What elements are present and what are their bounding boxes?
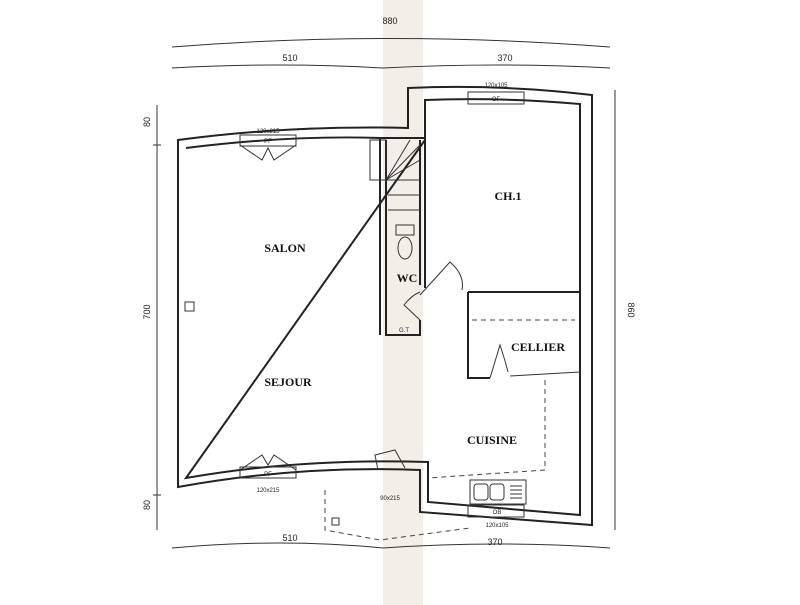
bottom-door-type: PF (264, 472, 272, 478)
top-window-type: OF (492, 97, 501, 103)
room-wc: WC (397, 271, 418, 285)
chimney-icon (184, 301, 195, 312)
top-door-swing (239, 144, 297, 161)
bottom-door-frame (239, 466, 297, 479)
top-door-frame (239, 134, 297, 147)
room-cuisine: CUISINE (467, 433, 517, 447)
room-salon: SALON (264, 241, 306, 255)
dim-left-bottom: 80 (142, 500, 152, 510)
dim-top-right: 370 (497, 53, 512, 63)
entry-door-swing (374, 449, 406, 471)
kitchen-window-type: OB (493, 510, 502, 516)
dimension-lines (153, 38, 616, 549)
top-door-type: PF (264, 139, 272, 145)
dim-right-total: 860 (626, 302, 636, 317)
entry-door-size: 90x215 (380, 496, 400, 502)
top-door-size: 120x215 (256, 129, 280, 135)
bottom-door-swing (239, 454, 297, 471)
room-sejour: SEJOUR (264, 375, 312, 389)
staircase (369, 139, 421, 211)
toilet-icon (395, 224, 415, 260)
dim-bottom-right: 370 (487, 537, 502, 547)
dim-left-middle: 700 (142, 304, 152, 319)
outdoor-marker-icon (331, 517, 340, 526)
top-window-frame (467, 91, 525, 105)
top-window-size: 120x105 (484, 83, 508, 89)
room-ch1: CH.1 (495, 189, 522, 203)
kitchen-window-frame (467, 504, 525, 518)
dim-left-top: 80 (142, 117, 152, 127)
exterior-walls (177, 85, 593, 527)
dim-bottom-left: 510 (282, 533, 297, 543)
kitchen-window-size: 120x105 (485, 523, 509, 529)
wc-door-swing (403, 261, 463, 321)
dim-top-left: 510 (282, 53, 297, 63)
room-cellier: CELLIER (511, 340, 565, 354)
bottom-door-size: 120x215 (256, 488, 280, 494)
cellier-door-swing (489, 343, 509, 379)
sink-icon (469, 479, 527, 505)
wc-label: G.T (399, 328, 409, 334)
dim-top-total: 880 (382, 16, 397, 26)
interior-walls (324, 137, 581, 541)
paper-fold (383, 0, 423, 605)
